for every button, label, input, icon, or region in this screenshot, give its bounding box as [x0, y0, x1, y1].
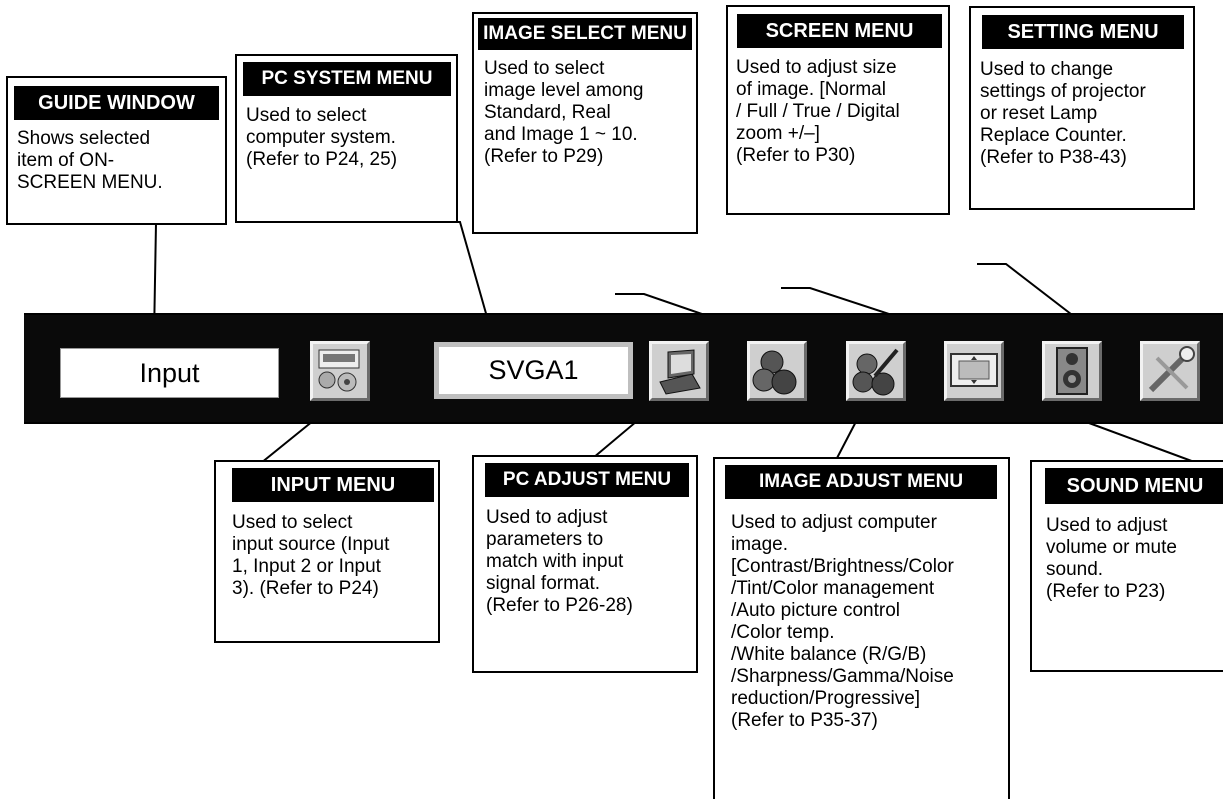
callout-text: Used to select input source (Input 1, In… — [232, 512, 390, 599]
callout-title: IMAGE ADJUST MENU — [725, 465, 997, 499]
callout-text: Used to select computer system. (Refer t… — [246, 105, 398, 170]
screen-menu-callout: SCREEN MENU Used to adjust size of image… — [726, 5, 950, 215]
callout-title: SOUND MENU — [1045, 468, 1223, 504]
screen-menu-icon[interactable] — [944, 341, 1004, 401]
callout-text: Used to adjust volume or mute sound. (Re… — [1046, 515, 1177, 602]
sound-menu-icon[interactable] — [1042, 341, 1102, 401]
image-adjust-menu-callout: IMAGE ADJUST MENU Used to adjust compute… — [713, 457, 1010, 799]
image-select-menu-icon[interactable] — [747, 341, 807, 401]
pc-system-menu-callout: PC SYSTEM MENU Used to select computer s… — [235, 54, 458, 223]
pc-adjust-menu-callout: PC ADJUST MENU Used to adjust parameters… — [472, 455, 698, 673]
callout-text: Used to change settings of projector or … — [980, 59, 1146, 168]
image-select-menu-callout: IMAGE SELECT MENU Used to select image l… — [472, 12, 698, 234]
guide-window-display: Input — [60, 348, 279, 398]
callout-title: PC ADJUST MENU — [485, 463, 689, 497]
input-menu-icon[interactable] — [310, 341, 370, 401]
sound-leader — [1088, 422, 1223, 464]
on-screen-menu-bar: Input SVGA1 — [24, 313, 1223, 424]
pc-adjust-menu-icon[interactable] — [649, 341, 709, 401]
callout-title: INPUT MENU — [232, 468, 434, 502]
callout-text: Used to adjust size of image. [Normal / … — [736, 57, 900, 166]
callout-title: IMAGE SELECT MENU — [478, 18, 692, 50]
guide-window-text: Input — [139, 357, 200, 388]
callout-title: SCREEN MENU — [737, 14, 942, 48]
callout-text: Shows selected item of ON- SCREEN MENU. — [17, 128, 163, 193]
sound-menu-callout: SOUND MENU Used to adjust volume or mute… — [1030, 460, 1223, 672]
setting-menu-icon[interactable] — [1140, 341, 1200, 401]
pc-system-display: SVGA1 — [434, 342, 633, 399]
callout-text: Used to adjust parameters to match with … — [486, 507, 633, 616]
setting-menu-callout: SETTING MENU Used to change settings of … — [969, 6, 1195, 210]
callout-title: SETTING MENU — [982, 15, 1184, 49]
callout-title: PC SYSTEM MENU — [243, 62, 451, 96]
guide-window-callout: GUIDE WINDOW Shows selected item of ON- … — [6, 76, 227, 225]
callout-text: Used to adjust computer image. [Contrast… — [731, 512, 954, 731]
callout-title: GUIDE WINDOW — [14, 86, 219, 120]
callout-text: Used to select image level among Standar… — [484, 58, 644, 167]
pc-system-text: SVGA1 — [488, 355, 579, 385]
image-adjust-menu-icon[interactable] — [846, 341, 906, 401]
input-menu-callout: INPUT MENU Used to select input source (… — [214, 460, 440, 643]
